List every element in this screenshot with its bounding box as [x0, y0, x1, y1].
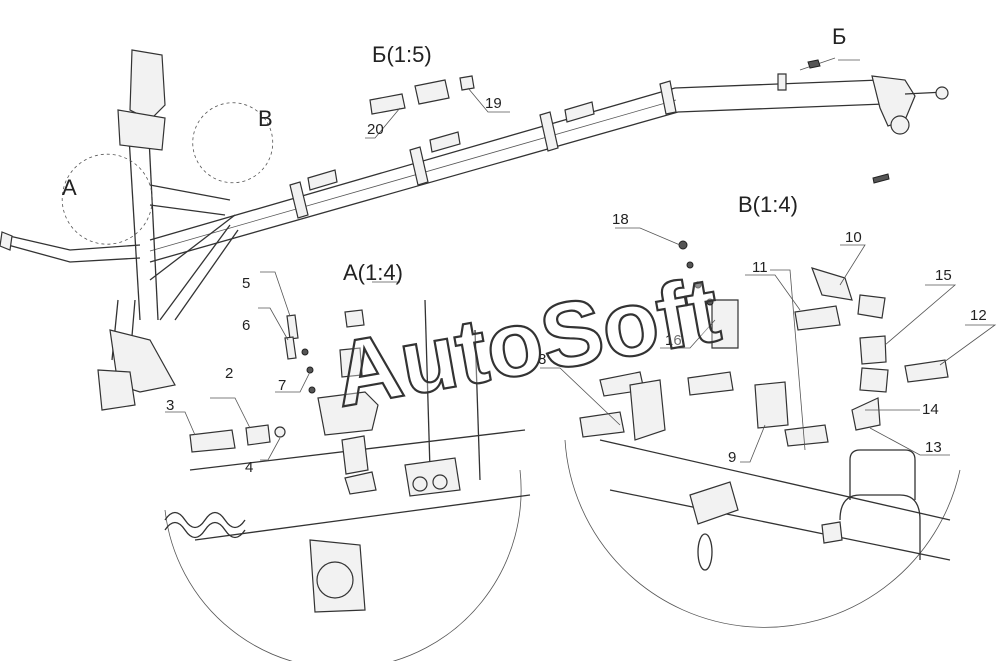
main-frame — [0, 49, 949, 411]
callout-4: 4 — [245, 459, 253, 476]
view-title-b-scale: Б(1:5) — [372, 42, 432, 67]
callout-11: 11 — [752, 259, 768, 276]
callout-18: 18 — [612, 211, 629, 228]
callout-14: 14 — [922, 401, 939, 418]
callout-6: 6 — [242, 317, 250, 334]
loose-pin — [872, 173, 890, 184]
callout-19: 19 — [485, 95, 502, 112]
callout-7: 7 — [278, 377, 286, 394]
callout-16: 16 — [665, 332, 682, 349]
callout-12: 12 — [970, 307, 987, 324]
callout-8: 8 — [538, 351, 546, 368]
callout-5: 5 — [242, 275, 250, 292]
view-a-detail — [164, 271, 531, 661]
callout-9: 9 — [728, 449, 736, 466]
callout-20: 20 — [367, 121, 384, 138]
callout-10: 10 — [845, 229, 862, 246]
view-title-v-scale: В(1:4) — [738, 192, 798, 217]
detail-marker-a — [61, 153, 153, 245]
view-v-detail — [540, 227, 997, 628]
view-title-b: Б — [832, 24, 846, 49]
view-title-a-scale: А(1:4) — [343, 260, 403, 285]
detail-marker-v — [192, 102, 274, 184]
callout-3: 3 — [166, 397, 174, 414]
view-b-parts — [365, 75, 510, 139]
callout-15: 15 — [935, 267, 952, 284]
view-title-v: В — [258, 106, 273, 131]
detail-marker-b — [799, 57, 860, 71]
view-title-a: А — [62, 175, 77, 200]
callout-2: 2 — [225, 365, 233, 382]
callout-13: 13 — [925, 439, 942, 456]
